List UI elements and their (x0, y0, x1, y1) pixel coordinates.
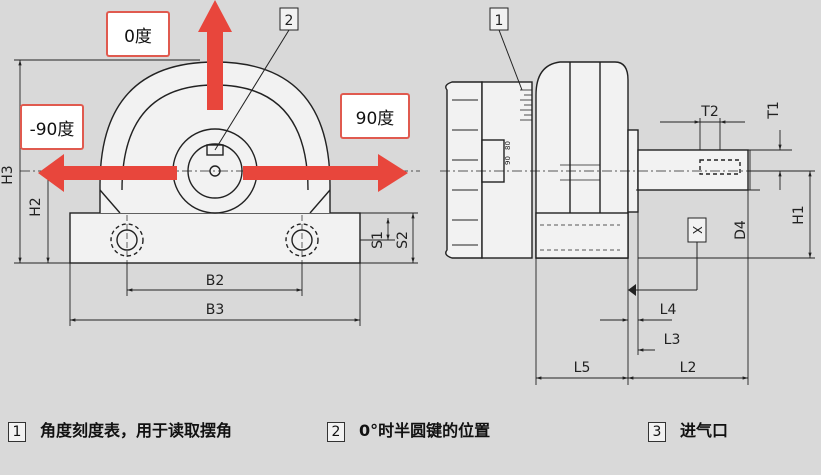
callout-plus-90-degree: 90度 (340, 93, 410, 139)
side-housing (535, 61, 629, 259)
ring-window (481, 139, 505, 183)
arrow-up-head (198, 0, 232, 32)
scale-ring (481, 81, 533, 259)
side-base (535, 212, 629, 259)
dim-l4-label: L4 (660, 302, 677, 318)
front-dimensions (14, 59, 418, 326)
dim-h1-label: H1 (791, 205, 807, 224)
legend-number-1: 1 (8, 422, 26, 442)
legend-number-2: 2 (327, 422, 345, 442)
base-plate (69, 212, 361, 264)
dim-t2-label: T2 (700, 104, 718, 120)
callout-minus-90-text: -90度 (29, 119, 75, 140)
dim-h2-label: H2 (28, 197, 44, 216)
dim-l5-label: L5 (574, 360, 591, 376)
callout-minus-90-degree: -90度 (20, 104, 84, 150)
arrow-left-shaft (62, 166, 177, 180)
callout-plus-90-text: 90度 (355, 108, 395, 129)
inlet-marker-label: X (690, 226, 704, 234)
legend-text-2: 0°时半圆键的位置 (359, 421, 491, 440)
dim-h3-label: H3 (0, 165, 16, 184)
dim-l3-label: L3 (664, 332, 681, 348)
left-foot (99, 189, 121, 214)
marker-1-label: 1 (495, 13, 504, 29)
callout-zero-degree: 0度 (106, 11, 170, 57)
marker-2 (214, 7, 299, 151)
knurled-knob (445, 81, 483, 259)
dim-t1-label: T1 (766, 101, 782, 119)
arrow-right-shaft (243, 166, 380, 180)
scale-number-b: 80 (504, 141, 512, 150)
dim-b3-label: B3 (206, 302, 225, 318)
legend-number-3: 3 (648, 422, 666, 442)
dim-d4-label: D4 (733, 220, 749, 240)
inlet-marker (636, 217, 707, 291)
marker-1 (489, 7, 523, 91)
dim-b2-label: B2 (206, 273, 225, 289)
dim-s1-label: S1 (370, 231, 386, 249)
legend-text-3: 进气口 (680, 421, 729, 440)
arrow-right-head (378, 154, 408, 192)
technical-drawing: H3 H2 B2 B3 S1 S2 2 (0, 0, 815, 385)
scale-number-a: 90 (504, 156, 512, 165)
dim-s2-label: S2 (395, 231, 411, 249)
output-shaft (637, 149, 749, 191)
side-dimensions (535, 118, 815, 385)
half-key (206, 144, 224, 156)
legend-text-1: 角度刻度表，用于读取摆角 (40, 421, 233, 440)
key-slot (699, 159, 741, 175)
arrow-left-head (38, 154, 64, 192)
marker-2-label: 2 (285, 13, 294, 29)
angle-arrows (38, 0, 408, 192)
right-foot (309, 189, 331, 214)
arrow-up-shaft (207, 30, 223, 110)
dim-l2-label: L2 (680, 360, 697, 376)
legend-item-3: 3 进气口 (648, 421, 728, 444)
callout-zero-text: 0度 (124, 26, 152, 47)
legend-item-1: 1 角度刻度表，用于读取摆角 (8, 421, 298, 444)
legend-item-2: 2 0°时半圆键的位置 (327, 421, 490, 444)
side-view (440, 61, 760, 259)
